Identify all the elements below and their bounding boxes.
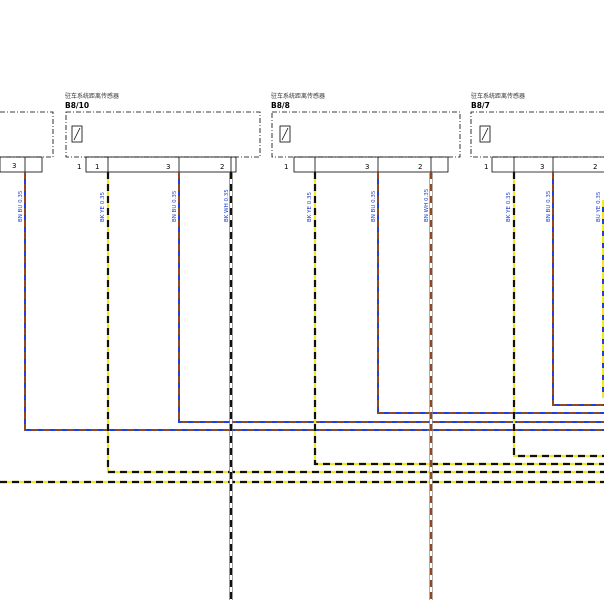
wire-path	[178, 172, 604, 423]
pin-label: 1	[95, 163, 99, 171]
pin-label: 1	[284, 163, 288, 171]
wire-label: BN WH 0.35	[424, 188, 430, 222]
wire-label: BU YE 0.35	[596, 191, 602, 222]
wire-path	[377, 172, 604, 414]
pin-label: 3	[12, 162, 16, 170]
pin-label: 2	[418, 163, 422, 171]
connector-name: 驻车系统距离传感器	[65, 92, 119, 100]
wire-path	[512, 172, 604, 458]
sensor-symbol	[279, 125, 291, 143]
pin-label: 1	[484, 163, 488, 171]
sensor-symbol	[479, 125, 491, 143]
wire-dash	[377, 172, 604, 414]
connector-name: 驻车系统距离传感器	[271, 92, 325, 100]
wire-labels: BN BU 0.35 BK YE 0.35 BN BU 0.35 BK WH 0…	[18, 188, 602, 222]
connector-code: B8/8	[271, 101, 290, 110]
connector-b8-10: 驻车系统距离传感器 B8/10 1 1 3 2	[65, 92, 261, 173]
pin-label: 3	[365, 163, 369, 171]
pin-label: 1	[77, 163, 81, 171]
wire-label: BN BU 0.35	[546, 190, 552, 222]
wire-path	[313, 172, 604, 466]
wire-dash	[178, 172, 604, 423]
sensor-symbol	[71, 125, 83, 143]
pin-label: 3	[540, 163, 544, 171]
pin-label: 3	[166, 163, 170, 171]
wire-path	[106, 172, 604, 474]
wire-label: BN BU 0.35	[172, 190, 178, 222]
wire-dash	[313, 172, 604, 466]
connector-code: B8/10	[65, 101, 89, 110]
connector-name: 驻车系统距离传感器	[471, 92, 525, 100]
wire-label: BK YE 0.35	[506, 192, 512, 222]
wire-label: BK WH 0.35	[224, 189, 230, 222]
wire-label: BN BU 0.35	[18, 190, 24, 222]
pin-label: 2	[593, 163, 597, 171]
wires	[0, 172, 604, 600]
wire-label: BK YE 0.35	[307, 192, 313, 222]
connector-b8-8: 驻车系统距离传感器 B8/8 1 3 2	[271, 92, 461, 173]
connector-b8-7: 驻车系统距离传感器 B8/7 1 3 2	[470, 92, 604, 173]
wire-label: BK YE 0.35	[100, 192, 106, 222]
wire-dash	[106, 172, 604, 474]
wire-label: BN BU 0.35	[371, 190, 377, 222]
connector-code: B8/7	[471, 101, 490, 110]
wire-dash	[552, 172, 604, 406]
wire-dash	[24, 172, 604, 431]
pin-label: 2	[220, 163, 224, 171]
connector-left-partial: 3	[0, 111, 54, 173]
